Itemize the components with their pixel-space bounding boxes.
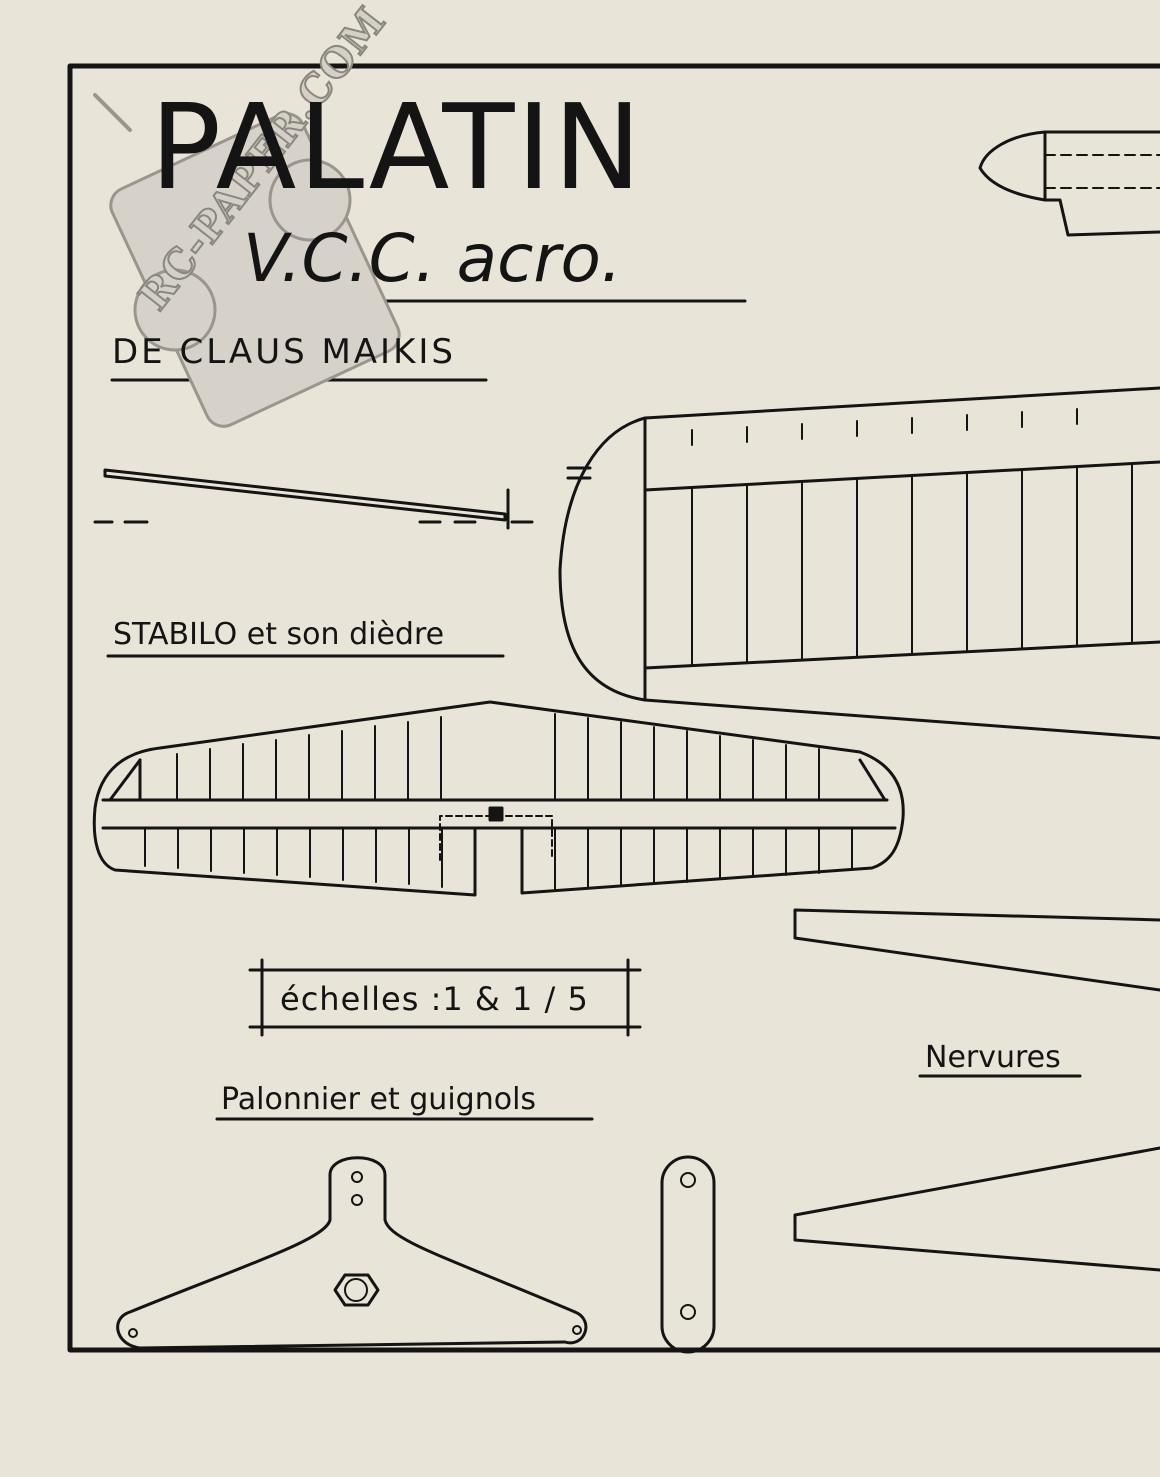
rib-profiles: [793, 908, 1160, 1272]
transmitter-icon: [93, 93, 401, 428]
stabilo-label: STABILO et son dièdre: [113, 617, 445, 652]
guignol-part: [660, 1155, 716, 1354]
palonnier-label: Palonnier et guignols: [221, 1082, 537, 1117]
page-border: [67, 63, 1160, 1353]
wing-plan: [558, 386, 1160, 740]
dihedral-view: [93, 466, 592, 530]
palonnier-part: [116, 1156, 588, 1350]
author-credit: DE CLAUS MAIKIS: [112, 332, 456, 372]
nervures-label: Nervures: [925, 1040, 1061, 1075]
plan-title: PALATIN: [150, 78, 644, 216]
scale-label: échelles :1 & 1 / 5: [280, 980, 589, 1018]
scale-box: [248, 958, 642, 1037]
plan-subtitle: V.C.C. acro.: [243, 220, 622, 297]
cowl-drawing: [978, 130, 1160, 237]
stabilizer-plan: [92, 700, 905, 897]
